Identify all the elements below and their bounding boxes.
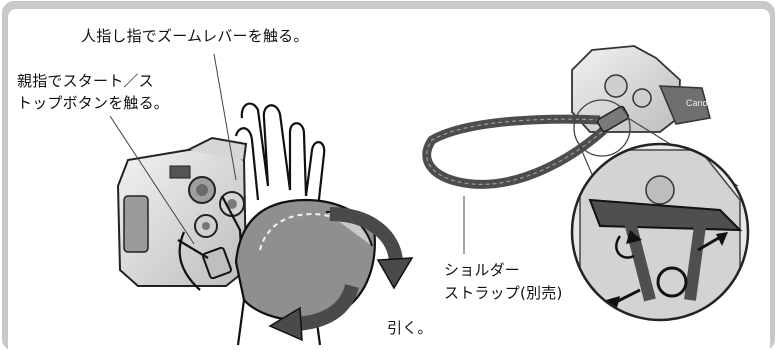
start-stop-callout-line2: トップボタンを触る。: [17, 94, 170, 112]
shoulder-strap-callout-line2: ストラップ(別売): [444, 284, 563, 302]
shoulder-strap-illustration: [422, 105, 630, 189]
pull-callout: 引く。: [387, 319, 433, 337]
start-stop-leader-line: [109, 115, 195, 245]
camera-brand-logo: Canon: [686, 98, 713, 108]
camcorder-right-illustration: Canon: [571, 45, 713, 133]
start-stop-callout-line1: 親指でスタート／ス: [17, 72, 154, 90]
pull-arrows: [268, 207, 414, 342]
zoom-detail-circle: [570, 142, 750, 322]
zoom-lever-callout: 人指し指でズームレバーを触る。: [81, 27, 309, 45]
shoulder-strap-callout-line1: ショルダー: [444, 261, 521, 279]
zoom-lever-leader-line: [213, 53, 237, 181]
strap-attachment-detail-illustration: [572, 144, 748, 320]
